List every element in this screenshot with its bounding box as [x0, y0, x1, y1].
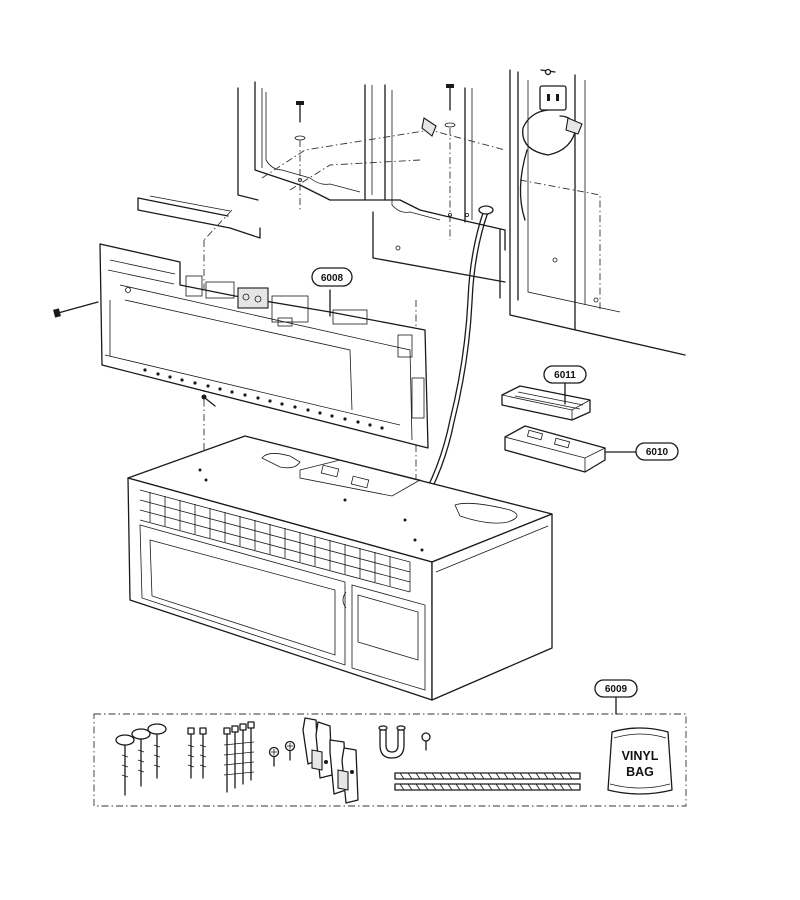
callout-6008: 6008 [311, 267, 353, 317]
lag-screws [223, 721, 255, 793]
wall-outlet [539, 68, 567, 111]
small-screws [268, 740, 296, 767]
toggle-wings [302, 717, 359, 804]
filter-tray-6010 [504, 425, 606, 473]
vinyl-bag-label-line2: BAG [626, 765, 654, 779]
vinyl-bag: VINYL BAG [607, 727, 673, 795]
spring-strips [394, 772, 581, 791]
callout-label-6008: 6008 [321, 273, 344, 284]
cord-clamp [378, 725, 431, 759]
ceiling-screws [294, 84, 469, 217]
power-cord [414, 109, 583, 513]
upper-cabinets [137, 69, 686, 356]
toggle-bolts [115, 723, 167, 796]
microwave-oven [127, 435, 553, 701]
callout-label-6010: 6010 [646, 447, 669, 458]
charcoal-filter-6011 [501, 385, 591, 421]
mounting-plate [99, 243, 429, 449]
callout-6010: 6010 [604, 442, 679, 461]
plate-screw [201, 394, 216, 407]
wood-screws [187, 727, 207, 779]
hardware-kit-box [93, 713, 687, 807]
callout-6011: 6011 [543, 365, 587, 405]
side-bolt [53, 301, 99, 318]
callout-label-6011: 6011 [554, 370, 576, 381]
callout-6009: 6009 [594, 679, 638, 715]
vinyl-bag-label-line1: VINYL [622, 749, 659, 763]
callout-label-6009: 6009 [605, 684, 628, 695]
